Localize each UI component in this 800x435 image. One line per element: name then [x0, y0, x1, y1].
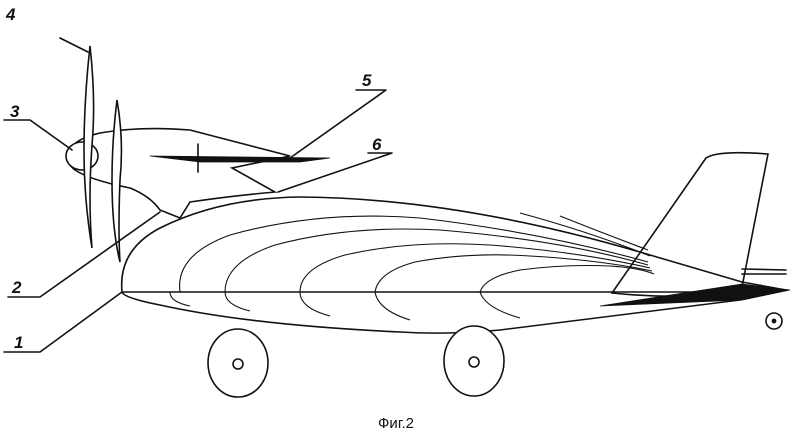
engine-nacelle	[66, 127, 291, 219]
label-2: 2	[11, 278, 22, 297]
label-5: 5	[362, 71, 372, 90]
canard-wing	[149, 155, 331, 163]
front-propeller-blade	[83, 45, 95, 249]
label-1: 1	[14, 333, 23, 352]
label-4: 4	[5, 5, 16, 24]
horizontal-tail	[741, 268, 787, 275]
leader-lines	[3, 37, 393, 353]
body-contour-lines	[169, 212, 655, 321]
label-6: 6	[372, 135, 382, 154]
figure-caption: Фиг.2	[378, 415, 414, 432]
label-3: 3	[10, 102, 20, 121]
tail-wheel	[765, 312, 783, 330]
front-wheel	[207, 328, 269, 398]
rear-propeller-blade	[111, 99, 123, 263]
propeller-hub	[65, 141, 99, 171]
rear-wheel	[443, 325, 505, 397]
